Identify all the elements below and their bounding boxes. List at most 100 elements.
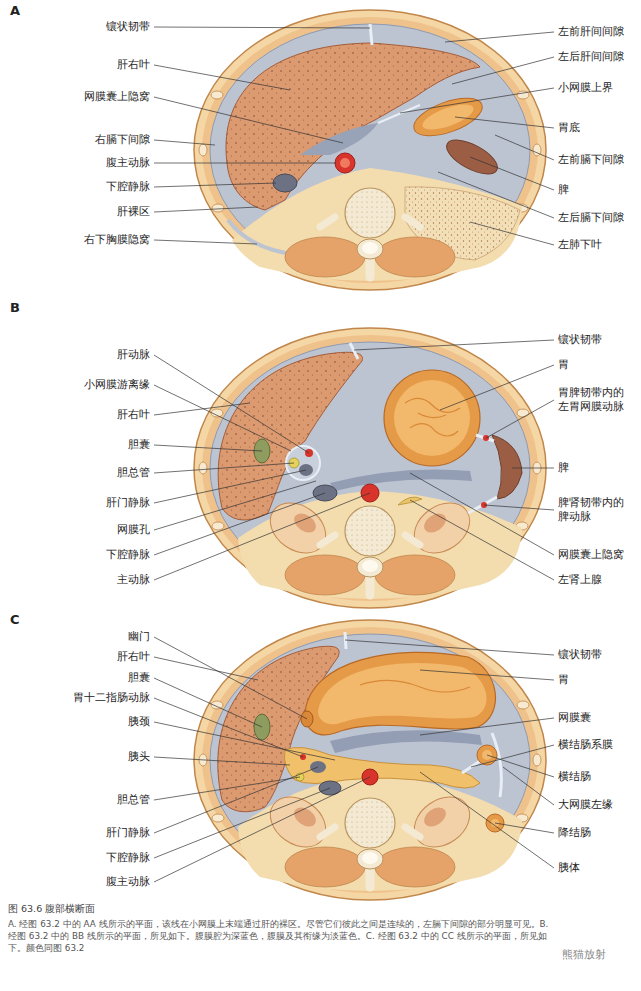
leader-line — [487, 755, 554, 777]
leader-line — [154, 777, 300, 800]
section-c — [194, 620, 546, 900]
pancreas — [284, 747, 480, 788]
leader-line — [154, 207, 258, 212]
leader-line — [154, 163, 336, 164]
leader-line — [455, 117, 554, 128]
leader-line — [445, 32, 554, 42]
leader-line — [486, 400, 554, 438]
part-label: 肝门静脉 — [106, 496, 150, 510]
part-label: 肝裸区 — [117, 205, 150, 219]
part-label: 脾肾韧带内的 脾动脉 — [558, 496, 632, 524]
part-label: 下腔静脉 — [106, 851, 150, 865]
part-label: 脾 — [558, 183, 569, 197]
part-label: 降结肠 — [558, 826, 591, 840]
leader-line — [154, 481, 316, 530]
part-label: 左前膈下间隙 — [558, 153, 624, 167]
part-label: 镶状韧带 — [106, 20, 150, 34]
part-label: 胆囊 — [128, 438, 150, 452]
part-label: 大网膜左缘 — [558, 798, 613, 812]
omental-bursa — [330, 730, 482, 753]
leader-line — [420, 670, 554, 680]
part-label: 左肺下叶 — [558, 238, 602, 252]
leader-line — [154, 140, 215, 145]
leader-line — [440, 365, 554, 410]
part-label: 横结肠 — [558, 770, 591, 784]
part-label: 右膈下间隙 — [95, 133, 150, 147]
aorta — [335, 153, 355, 173]
leader-line — [154, 767, 318, 833]
leader-line — [154, 183, 276, 187]
part-label: 胃十二指肠动脉 — [73, 691, 150, 705]
leader-line — [484, 505, 554, 510]
spleen — [442, 133, 503, 180]
leader-line — [452, 57, 554, 84]
leader-line — [154, 355, 309, 453]
vena-cava — [273, 174, 297, 192]
part-label: 肝右叶 — [117, 650, 150, 664]
part-label: 腹主动脉 — [106, 156, 150, 170]
leader-line — [154, 403, 250, 415]
caption-text: A. 经图 63.2 中的 AA 线所示的平面，该线在小网膜上末端通过肝的裸区。… — [8, 918, 553, 954]
panel-letter: A — [10, 3, 20, 19]
leader-line — [154, 463, 294, 473]
liver — [226, 43, 480, 210]
leader-line — [154, 637, 307, 719]
part-label: 胃 — [558, 358, 569, 372]
part-label: 胃底 — [558, 121, 580, 135]
leader-line — [154, 470, 306, 503]
part-label: 胰体 — [558, 861, 580, 875]
part-label: 胃脾韧带内的 左胃网膜动脉 — [558, 386, 632, 414]
leader-line — [470, 222, 554, 245]
leader-line — [470, 157, 554, 190]
leader-line — [154, 493, 370, 580]
part-label: 左前肝间间隙 — [558, 25, 624, 39]
leader-line — [420, 772, 554, 868]
part-label: 左肾上腺 — [558, 573, 602, 587]
leader-line — [345, 640, 554, 655]
part-label: 网膜囊上隐窝 — [84, 90, 150, 104]
leader-line — [154, 445, 262, 451]
part-label: 肝右叶 — [117, 408, 150, 422]
part-label: 肝门静脉 — [106, 826, 150, 840]
figure-caption: 图 63.6 腹部横断面 — [8, 903, 95, 915]
part-label: 肝动脉 — [117, 348, 150, 362]
part-label: 胆总管 — [117, 793, 150, 807]
watermark: 熊猫放射 — [562, 948, 606, 962]
part-label: 胰颈 — [128, 715, 150, 729]
section-a — [194, 10, 546, 290]
stomach — [305, 652, 496, 735]
part-label: 主动脉 — [117, 573, 150, 587]
part-label: 腹主动脉 — [106, 875, 150, 889]
part-label: 横结肠系膜 — [558, 738, 613, 752]
part-label: 胆囊 — [128, 671, 150, 685]
leader-line — [503, 767, 554, 805]
part-label: 镶状韧带 — [558, 333, 602, 347]
panel-letter: C — [10, 612, 20, 628]
leader-line — [154, 27, 370, 28]
part-label: 左后膈下间隙 — [558, 211, 624, 225]
stomach — [384, 370, 480, 466]
leader-line — [154, 777, 370, 882]
part-label: 左后肝间间隙 — [558, 50, 624, 64]
leader-line — [354, 340, 554, 350]
leader-line — [154, 97, 343, 143]
leader-line — [512, 468, 554, 469]
leader-line — [154, 240, 257, 244]
leader-line — [154, 657, 258, 680]
part-label: 肝右叶 — [117, 58, 150, 72]
part-label: 下腔静脉 — [106, 180, 150, 194]
part-label: 网膜囊上隐窝 — [558, 548, 624, 562]
part-label: 镶状韧带 — [558, 648, 602, 662]
part-label: 胰头 — [128, 750, 150, 764]
leader-line — [410, 473, 554, 555]
leader-line — [400, 88, 554, 113]
part-label: 小网膜游离缘 — [84, 378, 150, 392]
liver — [218, 352, 362, 520]
part-label: 右下胸膜隐窝 — [84, 233, 150, 247]
spleen — [492, 435, 522, 499]
leader-line — [410, 500, 554, 580]
leader-line — [154, 788, 330, 858]
leader-line — [154, 385, 291, 451]
